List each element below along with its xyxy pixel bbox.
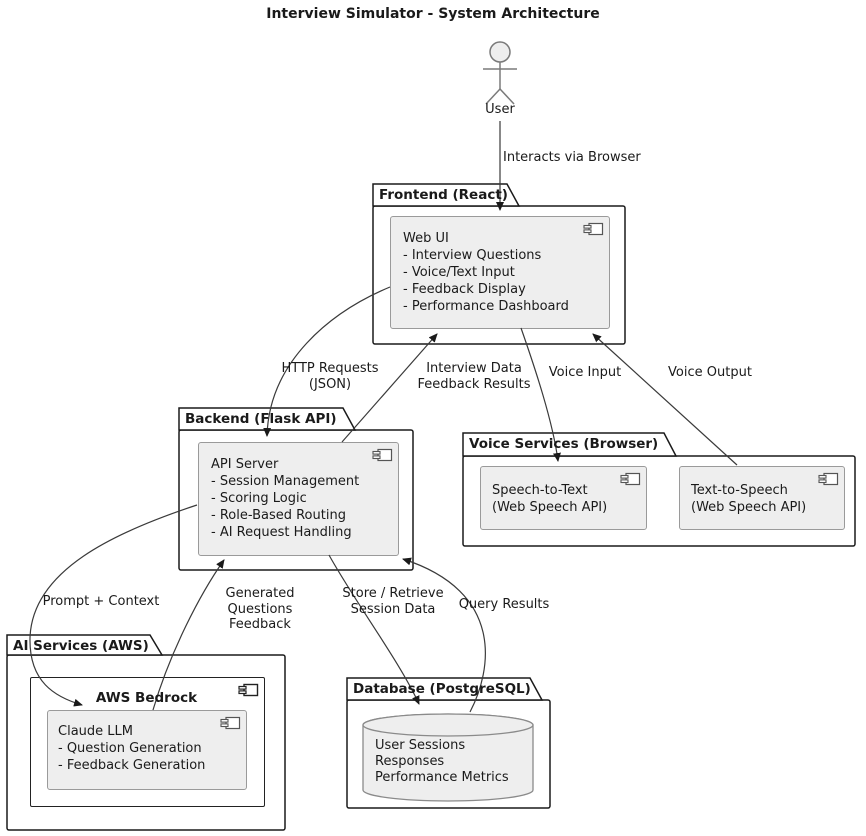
speech-to-text-text: Speech-to-Text (Web Speech API) [492, 483, 608, 515]
text-to-speech-text: Text-to-Speech (Web Speech API) [691, 483, 807, 515]
database-package-label: Database (PostgreSQL) [353, 681, 531, 697]
edge-label-http-requests: HTTP Requests (JSON) [281, 361, 379, 392]
edge-label-interview-data: Interview Data Feedback Results [417, 361, 531, 392]
component-icon [620, 472, 641, 486]
api-server-text: API Server - Session Management - Scorin… [211, 457, 360, 540]
component-icon [818, 472, 839, 486]
voice-services-package-label: Voice Services (Browser) [469, 436, 659, 452]
user-actor-icon [483, 41, 517, 105]
edge-label-interacts: Interacts via Browser [503, 150, 641, 165]
database-store-text: User Sessions Responses Performance Metr… [375, 738, 509, 785]
edge-label-voice-output: Voice Output [668, 365, 752, 380]
component-icon [220, 716, 241, 730]
backend-package-label: Backend (Flask API) [185, 411, 337, 427]
diagram-title: Interview Simulator - System Architectur… [266, 6, 600, 22]
edge-label-prompt-context: Prompt + Context [42, 594, 160, 609]
aws-bedrock-title: AWS Bedrock [95, 690, 198, 706]
edge-label-query-results: Query Results [458, 597, 550, 612]
component-icon [372, 448, 393, 462]
edge-label-store-retrieve: Store / Retrieve Session Data [342, 586, 444, 617]
claude-llm-text: Claude LLM - Question Generation - Feedb… [58, 724, 206, 773]
ai-services-package-label: AI Services (AWS) [13, 638, 149, 654]
component-icon [583, 222, 604, 236]
edge-label-generated-questions: Generated Questions Feedback [225, 586, 295, 632]
user-actor-label: User [485, 102, 515, 117]
edge-label-voice-input: Voice Input [548, 365, 622, 380]
frontend-package-label: Frontend (React) [379, 187, 508, 203]
web-ui-text: Web UI - Interview Questions - Voice/Tex… [403, 231, 569, 314]
